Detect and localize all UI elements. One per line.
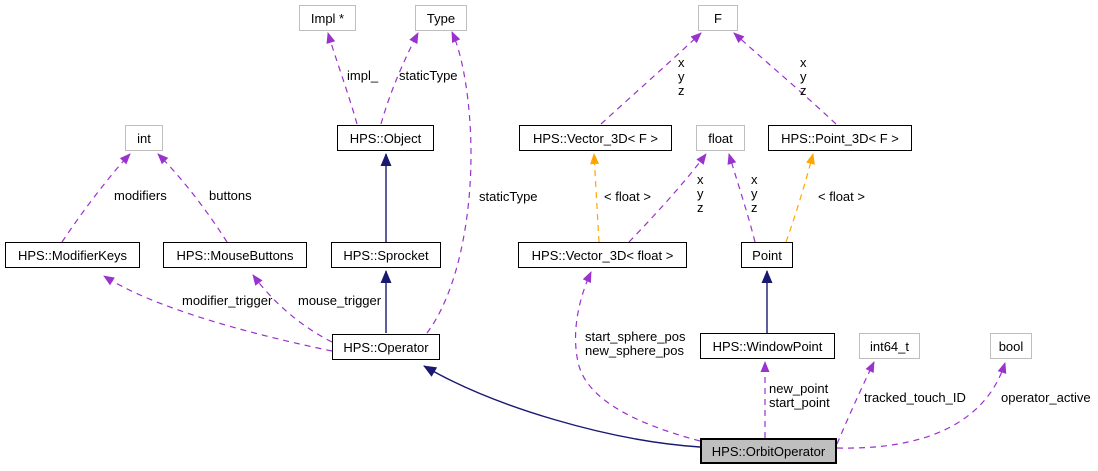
edge-vector3dfloat-float — [628, 153, 707, 243]
edge-label-point-point3df: < float > — [818, 189, 865, 204]
node-windowpoint[interactable]: HPS::WindowPoint — [700, 333, 835, 359]
node-f: F — [698, 5, 738, 31]
edge-label-orbit-int64: tracked_touch_ID — [864, 390, 966, 405]
edge-label-point3df-f: x y z — [800, 55, 807, 98]
edge-label-mousebuttons-int: buttons — [209, 188, 252, 203]
edge-modifierkeys-int — [61, 153, 131, 243]
node-vector3d-float[interactable]: HPS::Vector_3D< float > — [518, 242, 687, 268]
node-operator[interactable]: HPS::Operator — [332, 334, 440, 360]
node-bool: bool — [990, 333, 1032, 359]
edge-orbit-int64 — [836, 361, 875, 445]
edges-group — [61, 31, 1007, 449]
node-orbitoperator: HPS::OrbitOperator — [700, 438, 837, 464]
edge-label-modifierkeys-int: modifiers — [114, 188, 167, 203]
edge-label-point-float: x y z — [751, 172, 758, 215]
edge-label-object-impl: impl_ — [347, 68, 379, 83]
edge-mousebuttons-int — [157, 153, 228, 243]
node-int: int — [125, 125, 163, 151]
node-sprocket[interactable]: HPS::Sprocket — [331, 242, 441, 268]
edge-label-orbit-vector3dfloat: start_sphere_pos new_sphere_pos — [585, 329, 686, 358]
edge-vector3df-f — [600, 32, 702, 125]
node-modifierkeys[interactable]: HPS::ModifierKeys — [5, 242, 140, 268]
node-point3d-f[interactable]: HPS::Point_3D< F > — [768, 125, 912, 151]
edge-label-operator-modifierkeys: modifier_trigger — [182, 293, 273, 308]
node-point[interactable]: Point — [741, 242, 793, 268]
edge-orbit-bool — [836, 362, 1007, 449]
node-float: float — [696, 125, 745, 151]
node-vector3d-f[interactable]: HPS::Vector_3D< F > — [519, 125, 672, 151]
edge-vector3dfloat-vector3df — [590, 153, 600, 243]
edge-object-impl — [326, 32, 358, 125]
edge-label-operator-mousebuttons: mouse_trigger — [298, 293, 382, 308]
edge-label-orbit-bool: operator_active — [1001, 390, 1091, 405]
edge-label-orbit-windowpoint: new_point start_point — [769, 381, 830, 410]
edge-object-type — [380, 32, 419, 125]
node-mousebuttons[interactable]: HPS::MouseButtons — [163, 242, 307, 268]
edge-point-float — [727, 153, 756, 243]
edge-operator-type — [426, 31, 472, 334]
edge-operator-mousebuttons — [252, 274, 333, 343]
edge-label-object-type: staticType — [399, 68, 458, 83]
node-hps-object[interactable]: HPS::Object — [337, 125, 434, 151]
edge-orbit-operator — [423, 365, 701, 448]
node-int64: int64_t — [859, 333, 920, 359]
edge-label-vector3df-f: x y z — [678, 55, 685, 98]
edge-label-vector3dfloat-float: x y z — [697, 172, 704, 215]
edge-point3df-f — [733, 32, 837, 125]
edge-operator-modifierkeys — [103, 275, 333, 352]
edge-label-operator-type: staticType — [479, 189, 538, 204]
node-type: Type — [415, 5, 467, 31]
edge-point-point3df — [785, 153, 815, 243]
edge-orbit-vector3dfloat — [575, 271, 701, 442]
node-impl: Impl * — [299, 5, 356, 31]
edge-label-vector3dfloat-vector3df: < float > — [604, 189, 651, 204]
